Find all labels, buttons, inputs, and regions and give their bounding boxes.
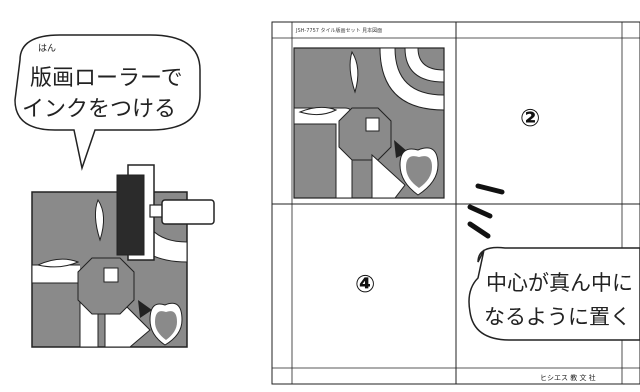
quadrant-2-label: ②: [520, 104, 540, 132]
sheet-header: JSH-7757 タイル版画セット 見本図面: [295, 27, 382, 34]
publisher-logo-text: ヒシエス 教 文 社: [540, 373, 596, 382]
left-bubble-ruby: はん: [38, 43, 56, 54]
right-bubble-line1: 中心が真ん中に: [486, 271, 633, 295]
right-speech-bubble: [468, 246, 640, 341]
right-bubble-line2: なるように置く: [484, 305, 631, 329]
left-tile: [31, 191, 188, 348]
left-bubble-line2: インクをつける: [22, 97, 176, 122]
motion-lines: [467, 183, 505, 239]
ink-roller: [116, 164, 215, 261]
right-tile: [293, 47, 445, 199]
left-speech-bubble: [14, 34, 201, 171]
quadrant-4-label: ④: [355, 270, 375, 298]
left-bubble-line1: 版画ローラーで: [30, 66, 183, 91]
